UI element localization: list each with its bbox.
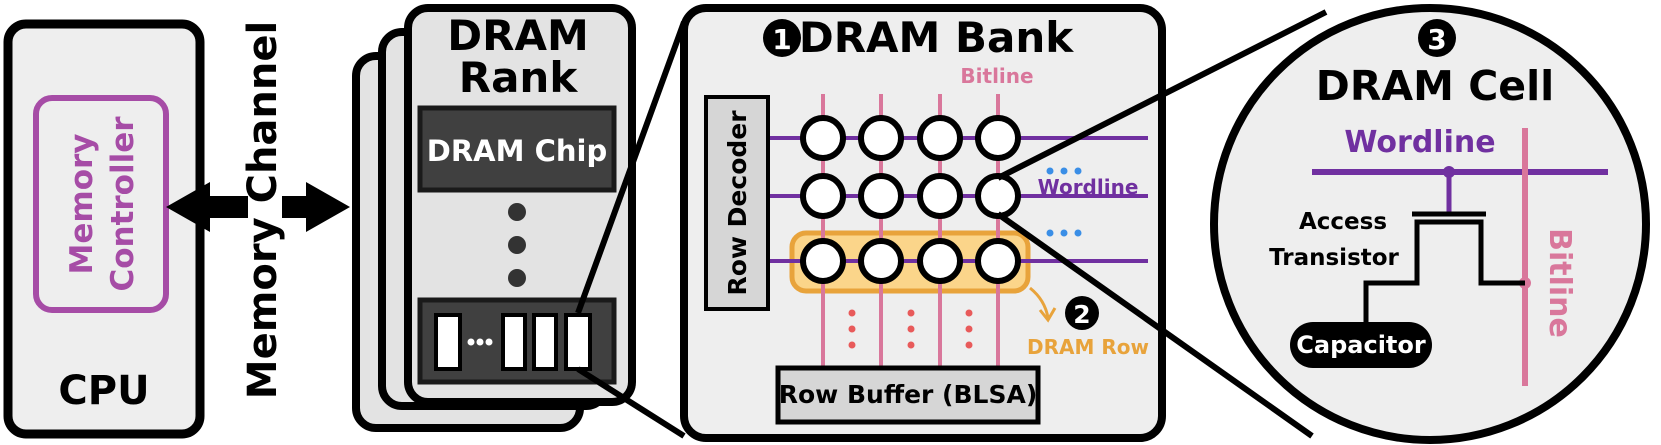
chip-bank-strip: [417, 297, 617, 385]
bank-cell-grid: [800, 115, 1021, 284]
dram-cell: 3 DRAM Cell Wordline Bitline Access Tran…: [1210, 4, 1650, 444]
cpu-label: CPU: [58, 368, 149, 414]
bank-marker: 1: [772, 23, 791, 56]
cell-marker-badge: [1418, 19, 1456, 57]
dram-row-label: DRAM Row: [1027, 335, 1149, 359]
bitline-label: Bitline: [960, 64, 1033, 88]
cell-wordline-label: Wordline: [1344, 125, 1495, 160]
cell-bitline-label: Bitline: [1542, 228, 1577, 338]
rank-ellipsis-dot: [508, 269, 526, 287]
wordline-ellipsis-dots: [1046, 167, 1082, 237]
row-callout-arrow-icon: [1029, 286, 1050, 319]
selected-bank-box: [564, 313, 592, 371]
cpu-box: Memory Controller CPU: [3, 19, 205, 439]
transistor-label-1: Access: [1299, 209, 1387, 235]
row-decoder-box: [704, 95, 770, 311]
rank-title-1: DRAM: [447, 11, 589, 60]
bitline-ellipsis-dots: [848, 309, 973, 349]
row-buffer-label: Row Buffer (BLSA): [779, 380, 1038, 409]
zoom-line-top: [575, 20, 687, 315]
dram-chip-label: DRAM Chip: [427, 134, 607, 168]
channel-arrow-left-icon: [166, 182, 248, 232]
dram-chip-box: [417, 105, 617, 193]
access-transistor-icon: [1363, 211, 1525, 322]
memory-controller-label-2: Controller: [105, 116, 141, 292]
zoom-line-cell-top: [996, 9, 1328, 181]
cell-marker: 3: [1427, 23, 1446, 56]
rank-ellipsis-dot: [508, 236, 526, 254]
dram-rank: DRAM Rank DRAM Chip: [352, 4, 636, 432]
memory-channel-label: Memory Channel: [240, 21, 286, 399]
row-marker-badge: [1065, 296, 1099, 330]
transistor-label-2: Transistor: [1269, 245, 1399, 271]
memory-controller-label-1: Memory: [64, 134, 100, 275]
bank-marker-badge: [763, 19, 801, 57]
row-decoder-label: Row Decoder: [723, 110, 752, 296]
channel-arrow-right-icon: [282, 182, 350, 232]
dram-bank: 1 DRAM Bank Bitline Row Decoder: [680, 4, 1166, 442]
zoom-line-cell-bottom: [996, 211, 1314, 439]
rank-ellipsis-dot: [508, 203, 526, 221]
rank-title-2: Rank: [459, 53, 579, 102]
row-marker: 2: [1073, 300, 1090, 329]
capacitor-box: [1290, 322, 1432, 368]
wordline-label: Wordline: [1038, 175, 1139, 199]
memory-channel: Memory Channel: [166, 21, 350, 399]
memory-controller-box: [33, 95, 169, 313]
capacitor-label: Capacitor: [1296, 331, 1426, 359]
zoom-line-bottom: [576, 366, 686, 439]
bank-title: DRAM Bank: [799, 13, 1074, 62]
row-buffer-box: [775, 365, 1041, 425]
cell-title: DRAM Cell: [1316, 62, 1554, 110]
